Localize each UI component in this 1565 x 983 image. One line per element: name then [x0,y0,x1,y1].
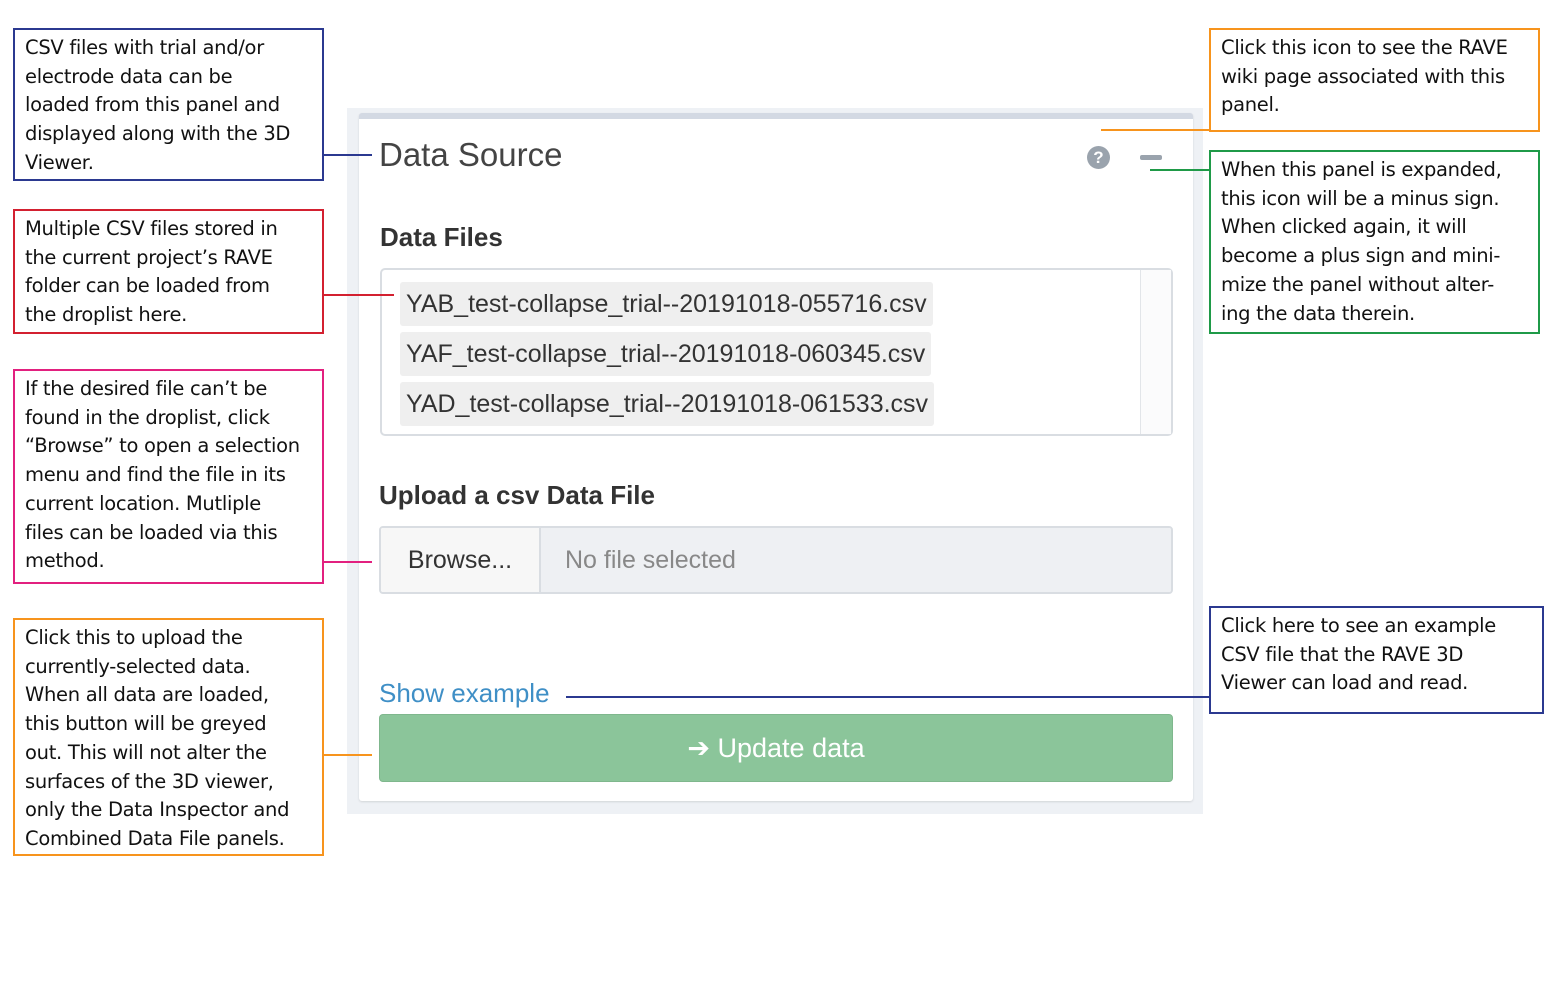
data-files-label: Data Files [380,222,503,252]
file-option[interactable]: YAF_test-collapse_trial--20191018-060345… [400,332,932,376]
panel-title: Data Source [379,136,563,173]
upload-label: Upload a csv Data File [379,480,655,510]
leader-line-example [566,696,1209,698]
update-data-label: Update data [710,733,865,763]
leader-line-browse [324,561,372,563]
file-option[interactable]: YAB_test-collapse_trial--20191018-055716… [400,282,933,326]
browse-button[interactable]: Browse... [381,528,541,592]
data-source-panel [359,113,1193,801]
callout-minimize: When this panel is expanded,this icon wi… [1209,150,1540,334]
leader-line-update [324,754,372,756]
show-example-link[interactable]: Show example [379,678,550,708]
file-upload-input[interactable]: Browse... No file selected [379,526,1173,594]
leader-line-droplist [324,294,394,296]
minus-icon[interactable] [1140,155,1162,160]
file-option[interactable]: YAD_test-collapse_trial--20191018-061533… [400,382,935,426]
leader-line-csv-panel [324,154,372,156]
file-name-field[interactable]: No file selected [541,528,1171,592]
leader-line-minimize [1150,169,1209,171]
file-list-scrollbar[interactable] [1140,270,1171,434]
data-files-select[interactable]: YAB_test-collapse_trial--20191018-055716… [380,268,1173,436]
leader-line-help [1101,129,1209,131]
question-circle-icon[interactable]: ? [1087,146,1110,169]
arrow-right-icon: ➔ [687,733,710,763]
update-data-button[interactable]: ➔ Update data [379,714,1173,782]
